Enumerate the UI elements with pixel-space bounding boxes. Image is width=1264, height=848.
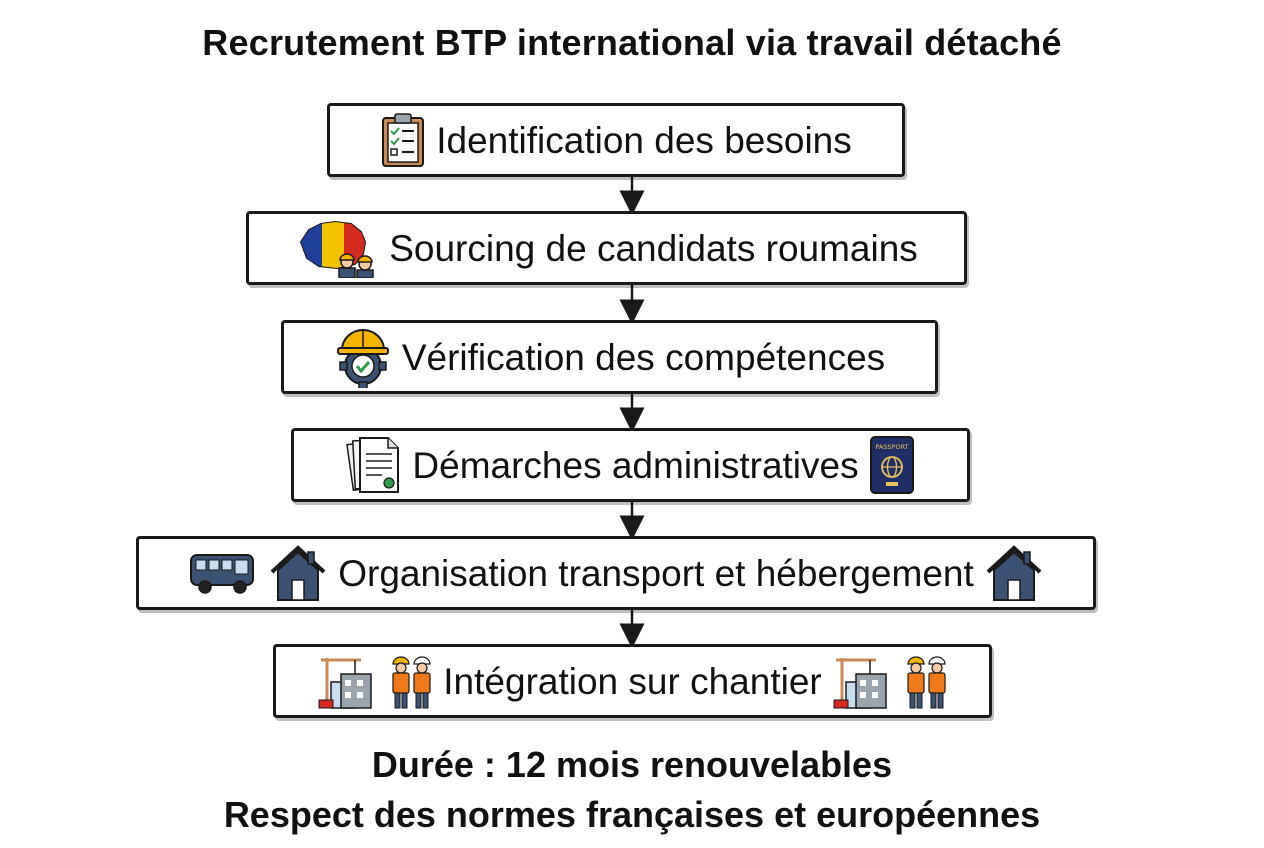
passport-icon: PASSPORT — [869, 435, 915, 495]
step-transport-hebergement: Organisation transport et hébergement — [136, 536, 1096, 610]
step-label: Sourcing de candidats roumains — [389, 227, 918, 269]
step-label: Intégration sur chantier — [443, 660, 822, 702]
step-sourcing: Sourcing de candidats roumains — [246, 211, 967, 285]
svg-text:PASSPORT: PASSPORT — [875, 443, 908, 451]
construction-site-workers-icon — [832, 652, 948, 710]
step-verification: Vérification des compétences — [281, 320, 938, 394]
step-integration: Intégration sur chantier — [273, 644, 992, 718]
diagram-title: Recrutement BTP international via travai… — [202, 22, 1062, 63]
clipboard-checklist-icon — [380, 112, 426, 168]
step-label: Identification des besoins — [436, 119, 852, 161]
house-icon — [268, 544, 328, 602]
step-demarches: Démarches administratives PASSPORT — [291, 428, 970, 502]
construction-site-workers-icon — [317, 652, 433, 710]
footer-duration: Durée : 12 mois renouvelables — [371, 744, 893, 785]
step-identification: Identification des besoins — [327, 103, 905, 177]
footer-standards: Respect des normes françaises et europée… — [223, 794, 1041, 835]
romania-map-workers-icon — [295, 218, 379, 278]
step-label: Vérification des compétences — [401, 336, 886, 378]
step-label: Organisation transport et hébergement — [338, 552, 974, 594]
bus-icon — [188, 549, 258, 597]
step-label: Démarches administratives — [412, 444, 859, 486]
house-icon — [984, 544, 1044, 602]
hardhat-gear-check-icon — [334, 326, 392, 388]
documents-icon — [346, 434, 402, 496]
